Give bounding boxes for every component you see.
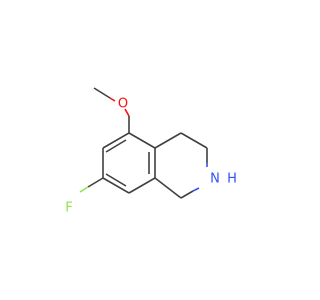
bond-c7-c8	[102, 177, 130, 194]
bond-methyl-o-red	[109, 97, 116, 102]
bond-c8-c8a	[128, 177, 156, 194]
bond-c4-c3	[180, 132, 208, 149]
bond-c1-c8a	[154, 177, 182, 199]
bond-c7-c8-inner	[105, 173, 127, 187]
bond-c5-c6-inner	[105, 139, 127, 153]
structure-diagram: O F N H	[65, 87, 237, 216]
fluorine-atom-label: F	[65, 201, 72, 216]
oxygen-atom-label: O	[118, 97, 128, 112]
bond-o-c5-red	[124, 108, 130, 117]
bond-c7-f	[87, 177, 104, 188]
molecule-canvas: O F N H	[65, 87, 237, 216]
bond-n-c1-blue	[192, 187, 200, 192]
bond-methyl-o	[93, 87, 111, 99]
nitrogen-hydrogen-label: H	[227, 172, 237, 187]
bond-c4a-c5	[128, 132, 156, 149]
nitrogen-atom-label: N	[210, 172, 220, 187]
bond-c4a-c4	[154, 132, 182, 149]
bond-n-c1	[180, 190, 194, 199]
bond-c7-f-green	[79, 186, 89, 193]
bond-c5-c6	[102, 132, 130, 149]
